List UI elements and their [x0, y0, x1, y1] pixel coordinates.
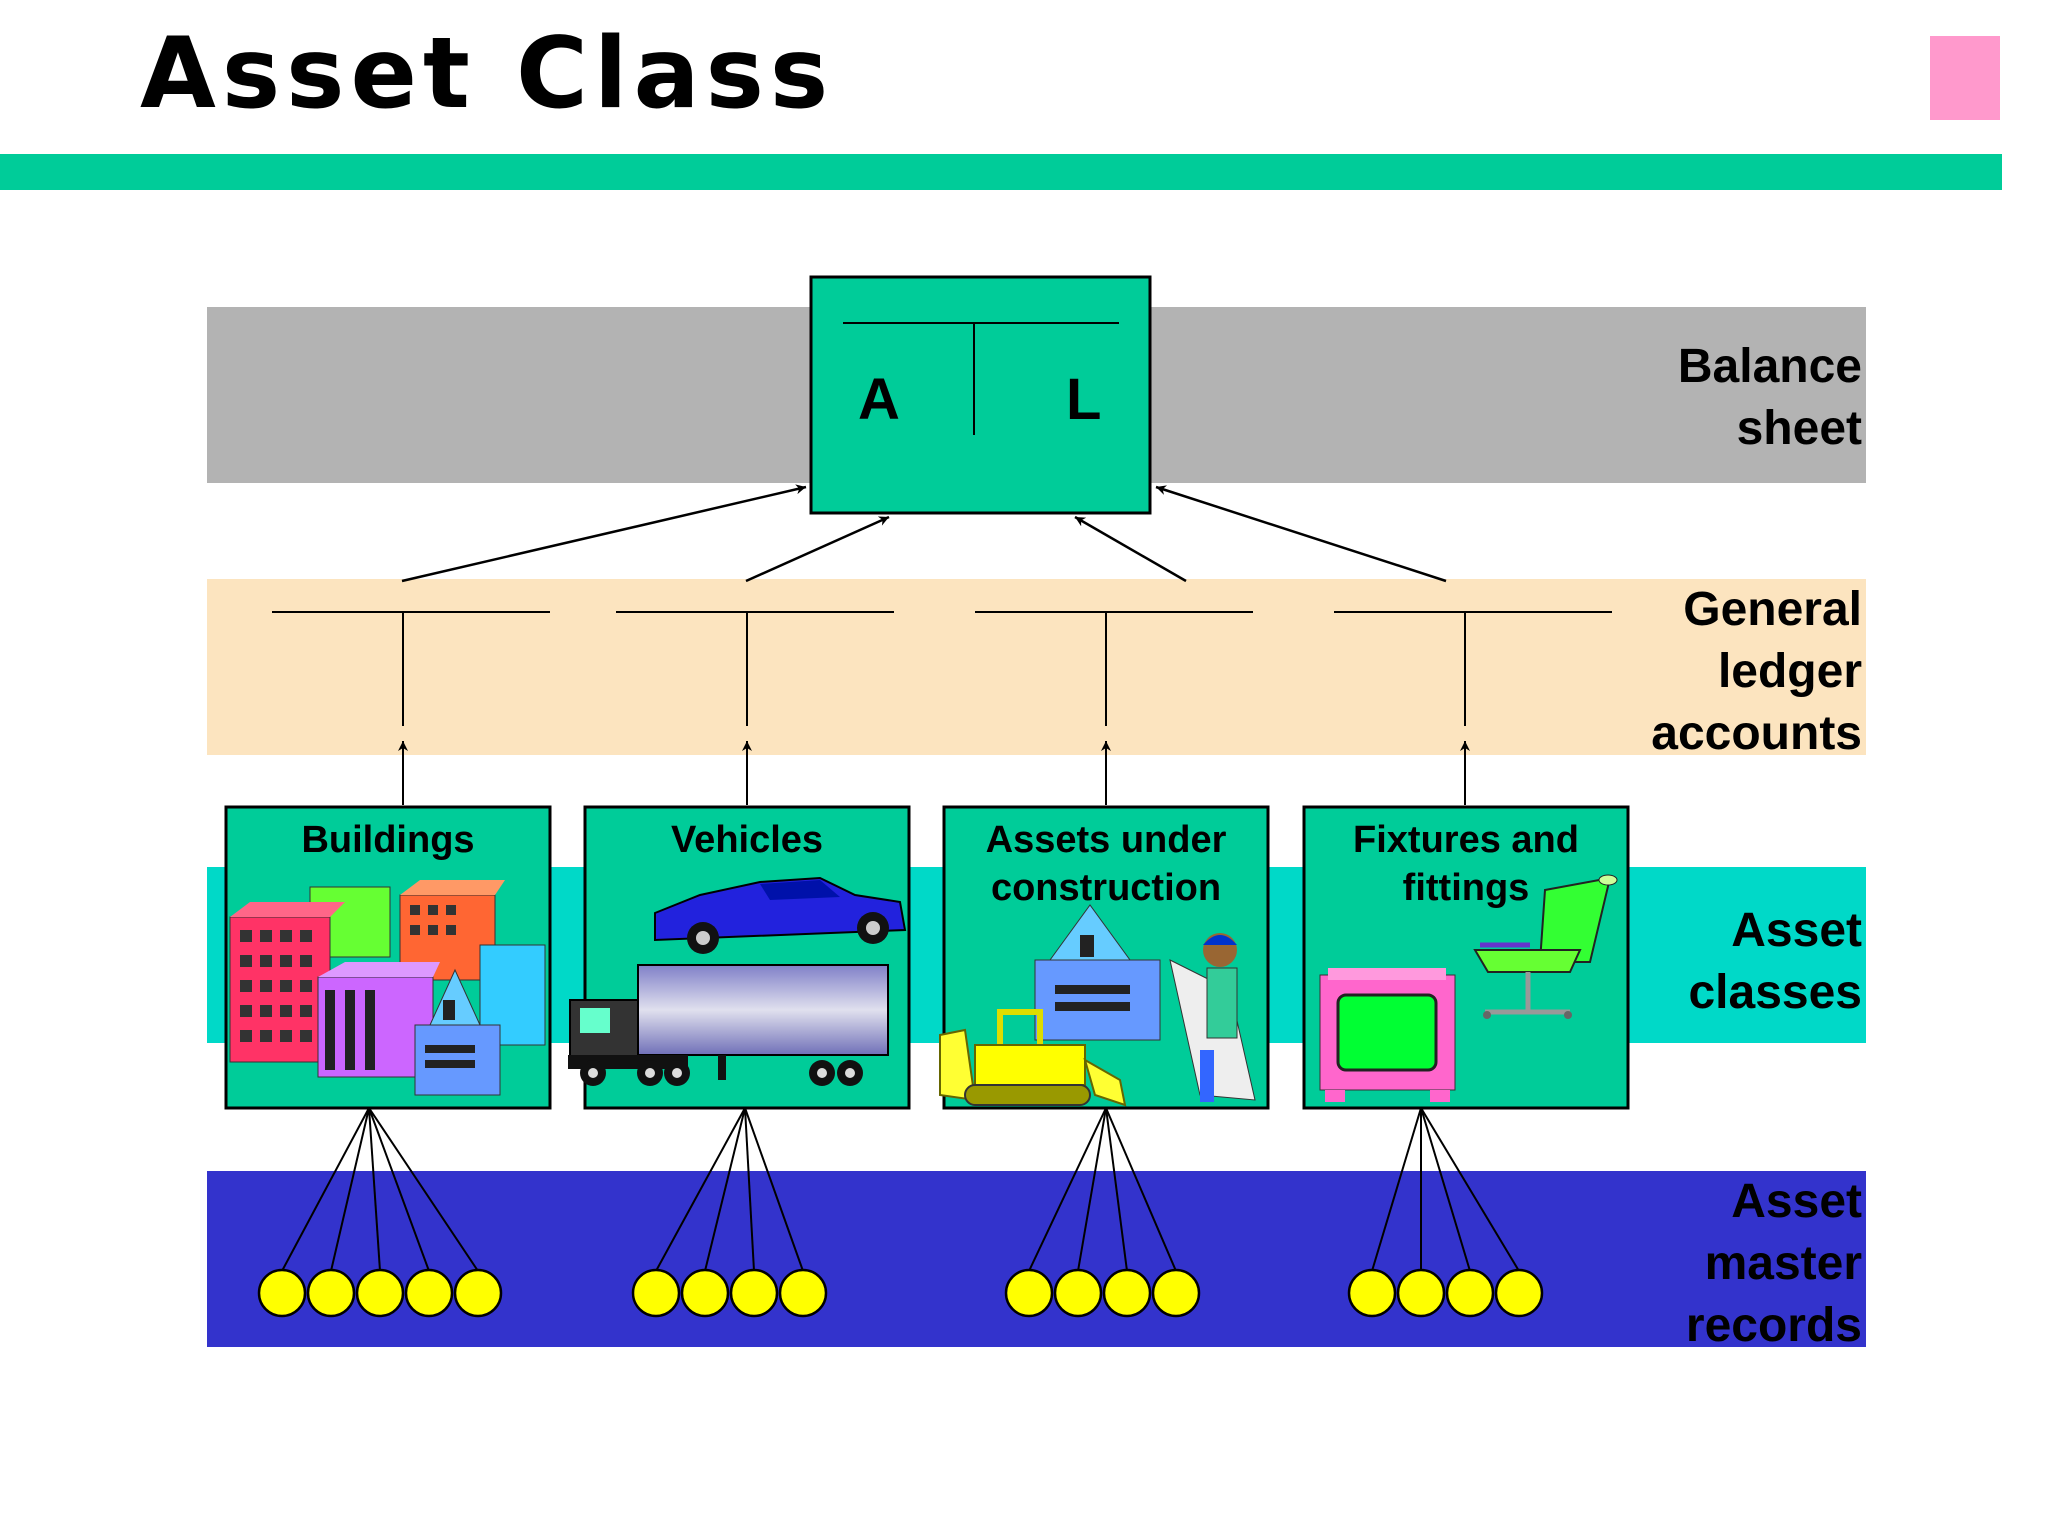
record-link-line	[330, 1107, 370, 1272]
liabilities-side-label: L	[1066, 367, 1102, 432]
buildings-icon	[229, 880, 546, 1096]
record-link-line	[1420, 1107, 1471, 1272]
asset-master-record	[631, 1268, 681, 1318]
assets-side-label: A	[858, 367, 900, 432]
asset-master-record	[1445, 1268, 1495, 1318]
asset-master-record	[355, 1268, 405, 1318]
page-title: Asset Class	[140, 17, 835, 131]
general-ledger-band-label: General ledger accounts	[1651, 583, 1862, 760]
asset-class-label-vehicles: Vehicles	[670, 819, 824, 861]
asset-class-label-buildings: Buildings	[301, 819, 475, 861]
asset-master-records-group	[257, 1107, 1544, 1318]
asset-master-record	[680, 1268, 730, 1318]
record-link-line	[1420, 1107, 1520, 1272]
asset-master-record	[778, 1268, 828, 1318]
asset-master-records-band-label: Asset master records	[1685, 1175, 1862, 1352]
asset-master-records-band	[207, 1171, 1866, 1347]
asset-master-record	[404, 1268, 454, 1318]
construction-icon	[939, 904, 1256, 1107]
record-link-line	[655, 1107, 746, 1272]
record-link-line	[1028, 1107, 1107, 1272]
record-link-line	[368, 1107, 381, 1272]
gl-account-buildings	[272, 611, 550, 726]
asset-master-record	[729, 1268, 779, 1318]
asset-master-record	[1004, 1268, 1054, 1318]
vehicles-icon	[568, 876, 907, 1086]
asset-master-record	[453, 1268, 503, 1318]
arrow-gl-construction-to-balance	[1074, 515, 1187, 583]
asset-master-record	[257, 1268, 307, 1318]
asset-class-label-construction: Assets under construction	[985, 819, 1227, 909]
record-link-line	[1077, 1107, 1107, 1272]
balance-sheet-box	[809, 275, 1152, 515]
record-link-line	[744, 1107, 804, 1272]
asset-master-record	[1494, 1268, 1544, 1318]
gl-account-vehicles	[616, 611, 894, 726]
pink-marker-block	[1930, 36, 2000, 120]
gl-account-construction	[975, 611, 1253, 726]
asset-master-record	[1102, 1268, 1152, 1318]
arrow-gl-buildings-to-balance	[401, 484, 807, 583]
record-link-line	[368, 1107, 430, 1272]
record-link-line	[1105, 1107, 1177, 1272]
title-underline-bar	[0, 154, 2002, 190]
balance-sheet-band-label: Balance sheet	[1677, 340, 1862, 455]
record-link-line	[281, 1107, 370, 1272]
asset-master-record	[1053, 1268, 1103, 1318]
record-link-line	[744, 1107, 755, 1272]
asset-master-record	[306, 1268, 356, 1318]
arrow-gl-fixtures-to-balance	[1155, 485, 1447, 583]
arrow-gl-vehicles-to-balance	[745, 515, 890, 583]
general-ledger-band	[207, 579, 1866, 755]
gl-account-fixtures	[1334, 611, 1612, 726]
fixtures-icon	[1319, 874, 1618, 1102]
record-link-line	[704, 1107, 746, 1272]
asset-classes-band-label: Asset classes	[1688, 904, 1862, 1019]
asset-master-record	[1151, 1268, 1201, 1318]
asset-master-record	[1347, 1268, 1397, 1318]
record-link-line	[1371, 1107, 1422, 1272]
record-link-line	[1105, 1107, 1128, 1272]
record-link-line	[368, 1107, 479, 1272]
asset-master-record	[1396, 1268, 1446, 1318]
asset-class-label-fixtures: Fixtures and fittings	[1353, 819, 1579, 909]
